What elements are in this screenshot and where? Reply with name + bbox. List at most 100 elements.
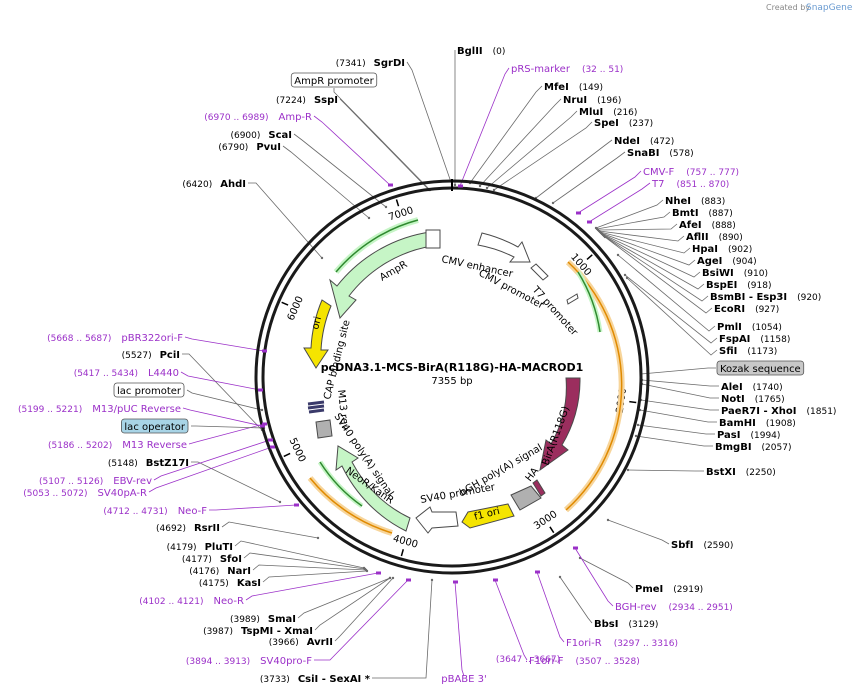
enzyme-avrii[interactable]: AvrII(3966) xyxy=(269,637,333,648)
enzyme-position: (3733) xyxy=(260,675,290,685)
enzyme-position: (2919) xyxy=(673,585,703,595)
primer-prs-marker[interactable]: pRS-marker(32 .. 51) xyxy=(511,64,623,75)
feature-ampr[interactable] xyxy=(329,231,433,320)
enzyme-pcii[interactable]: PciI(5527) xyxy=(122,350,180,361)
primer-neo-r[interactable]: Neo-R(4102 .. 4121) xyxy=(139,596,244,607)
enzyme-bamhi[interactable]: BamHI(1908) xyxy=(719,418,796,429)
enzyme-rsrii[interactable]: RsrII(4692) xyxy=(156,523,220,534)
enzyme-smai[interactable]: SmaI(3989) xyxy=(230,614,296,625)
enzyme-position: (4179) xyxy=(167,543,197,553)
primer-t7[interactable]: T7(851 .. 870) xyxy=(651,179,729,190)
enzyme-scai[interactable]: ScaI(6900) xyxy=(230,130,292,141)
enzyme-name: NdeI xyxy=(614,136,640,147)
feature-f1-ori[interactable] xyxy=(461,503,515,529)
feature-cmv-enhancer[interactable] xyxy=(477,232,531,263)
enzyme-bstxi[interactable]: BstXI(2250) xyxy=(706,467,776,478)
primer-neo-f[interactable]: Neo-F(4712 .. 4731) xyxy=(103,506,207,517)
enzyme-sfii[interactable]: SfiI(1173) xyxy=(719,346,777,357)
enzyme-bsmbi-esp3i[interactable]: BsmBI - Esp3I(920) xyxy=(710,292,821,303)
primer-ebv-rev[interactable]: EBV-rev(5107 .. 5126) xyxy=(39,476,152,487)
primer-sv40pa-r[interactable]: SV40pA-R(5053 .. 5072) xyxy=(23,488,147,499)
feature-bira[interactable] xyxy=(539,377,581,472)
enzyme-bspei[interactable]: BspEI(918) xyxy=(706,280,772,291)
primer-f1ori-f[interactable]: F1ori-F(3507 .. 3528) xyxy=(529,656,640,667)
leader-sgrdi xyxy=(406,61,453,186)
primer-f1ori-r[interactable]: F1ori-R(3297 .. 3316) xyxy=(566,638,678,649)
enzyme-pmei[interactable]: PmeI(2919) xyxy=(635,584,703,595)
enzyme-pvui[interactable]: PvuI(6790) xyxy=(218,142,281,153)
enzyme-nhei[interactable]: NheI(883) xyxy=(665,196,725,207)
enzyme-bmgbi[interactable]: BmgBI(2057) xyxy=(715,442,791,453)
leader-noti xyxy=(641,383,719,399)
enzyme-paer7i-xhoi[interactable]: PaeR7I - XhoI(1851) xyxy=(721,406,836,417)
enzyme-nari[interactable]: NarI(4176) xyxy=(189,566,251,577)
primer-amp-r[interactable]: Amp-R(6970 .. 6989) xyxy=(204,112,312,123)
enzyme-bsiwi[interactable]: BsiWI(910) xyxy=(702,268,768,279)
enzyme-kasi[interactable]: KasI(4175) xyxy=(199,578,261,589)
feature-sv40-promoter[interactable] xyxy=(415,506,459,534)
enzyme-ndei[interactable]: NdeI(472) xyxy=(614,136,674,147)
feature-box-kozak-sequence[interactable]: Kozak sequence xyxy=(716,360,805,376)
enzyme-hpai[interactable]: HpaI(902) xyxy=(692,244,752,255)
enzyme-ecori[interactable]: EcoRI(927) xyxy=(714,304,779,315)
feature-lac-marks xyxy=(307,400,325,414)
enzyme-pmli[interactable]: PmlI(1054) xyxy=(717,322,782,333)
enzyme-alei[interactable]: AleI(1740) xyxy=(721,382,783,393)
leader-pasi-dot xyxy=(636,423,640,427)
primer-pbr322ori-f[interactable]: pBR322ori-F(5668 .. 5687) xyxy=(47,333,183,344)
leader-cmv-f xyxy=(577,170,642,214)
enzyme-position: (7341) xyxy=(336,59,366,69)
enzyme-position: (4175) xyxy=(199,579,229,589)
primer-m13-reverse[interactable]: M13 Reverse(5186 .. 5202) xyxy=(48,440,187,451)
feature-bgh-polya[interactable] xyxy=(510,485,542,511)
enzyme-bstz17i[interactable]: BstZ17I(5148) xyxy=(108,458,189,469)
enzyme-bbsi[interactable]: BbsI(3129) xyxy=(594,619,658,630)
primer-m13-puc-reverse[interactable]: M13/pUC Reverse(5199 .. 5221) xyxy=(18,404,181,415)
enzyme-afei[interactable]: AfeI(888) xyxy=(679,220,736,231)
box-label: AmpR promoter xyxy=(294,76,374,87)
feature-neor[interactable] xyxy=(335,445,411,532)
enzyme-aflii[interactable]: AflII(890) xyxy=(686,232,743,243)
enzyme-pasi[interactable]: PasI(1994) xyxy=(717,430,780,441)
enzyme-ahdi[interactable]: AhdI(6420) xyxy=(182,179,246,190)
enzyme-name: AgeI xyxy=(697,256,722,267)
enzyme-csii-sexai[interactable]: CsiI - SexAI *(3733) xyxy=(260,674,371,685)
enzyme-nrui[interactable]: NruI(196) xyxy=(563,95,621,106)
enzyme-pluti[interactable]: PluTI(4179) xyxy=(167,542,233,553)
enzyme-noti[interactable]: NotI(1765) xyxy=(721,394,785,405)
enzyme-name: PasI xyxy=(717,430,740,441)
leader-nhei xyxy=(595,199,664,229)
feature-ha[interactable] xyxy=(532,479,546,497)
enzyme-mlui[interactable]: MluI(216) xyxy=(579,107,637,118)
enzyme-mfei[interactable]: MfeI(149) xyxy=(544,82,603,93)
tick-label: 3000 xyxy=(532,509,559,532)
enzyme-sfoi[interactable]: SfoI(4177) xyxy=(182,554,242,565)
box-label: lac operator xyxy=(124,422,185,433)
primer-cmv-f[interactable]: CMV-F(757 .. 777) xyxy=(643,167,739,178)
feature-box-ampr-promoter[interactable]: AmpR promoter xyxy=(290,72,378,88)
enzyme-snabi[interactable]: SnaBI(578) xyxy=(627,148,694,159)
primer-sv40pro-f[interactable]: SV40pro-F(3894 .. 3913) xyxy=(186,656,312,667)
primer-l4440[interactable]: L4440(5417 .. 5434) xyxy=(74,368,179,379)
enzyme-sspi[interactable]: SspI(7224) xyxy=(276,95,338,106)
enzyme-fspai[interactable]: FspAI(1158) xyxy=(719,334,790,345)
enzyme-bmti[interactable]: BmtI(887) xyxy=(672,208,733,219)
leader-nari xyxy=(252,564,367,571)
feature-box-lac-operator[interactable]: lac operator xyxy=(121,418,189,434)
feature-t7-promoter[interactable] xyxy=(566,293,579,305)
primer-bgh-rev[interactable]: BGH-rev(2934 .. 2951) xyxy=(615,602,733,613)
feature-box-lac-promoter[interactable]: lac promoter xyxy=(113,382,185,398)
enzyme-sbfi[interactable]: SbfI(2590) xyxy=(671,540,733,551)
enzyme-name: BstZ17I xyxy=(146,458,189,469)
box-background xyxy=(716,360,805,376)
enzyme-position: (149) xyxy=(579,83,603,93)
enzyme-agei[interactable]: AgeI(904) xyxy=(697,256,757,267)
enzyme-tspmi-xmai[interactable]: TspMI - XmaI(3987) xyxy=(203,626,313,637)
enzyme-bglii[interactable]: BglII(0) xyxy=(457,46,505,57)
enzyme-sgrdi[interactable]: SgrDI(7341) xyxy=(336,58,405,69)
primer-pbabe-3[interactable]: pBABE 3'(3647 .. 3667) xyxy=(441,655,560,685)
feature-sv40-polya[interactable] xyxy=(315,419,333,439)
feature-cmv-promoter[interactable] xyxy=(530,263,549,281)
enzyme-spei[interactable]: SpeI(237) xyxy=(594,118,653,129)
feature-ori[interactable] xyxy=(303,299,332,369)
